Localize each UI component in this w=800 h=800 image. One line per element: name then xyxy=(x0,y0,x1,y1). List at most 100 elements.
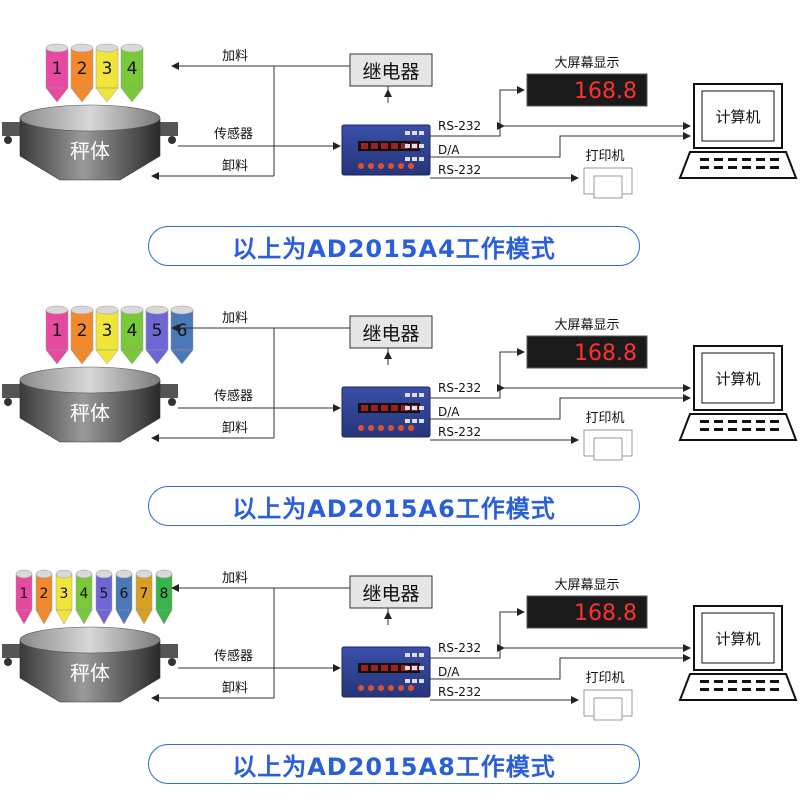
controller xyxy=(341,124,431,176)
scale-bracket-left xyxy=(2,384,24,398)
controller-digit xyxy=(381,665,388,671)
computer-key xyxy=(742,680,751,683)
controller-button xyxy=(408,685,414,691)
relay-label: 继电器 xyxy=(362,61,419,83)
computer-key xyxy=(728,420,737,423)
controller-key xyxy=(419,157,424,161)
computer-key xyxy=(770,166,779,169)
computer-key xyxy=(700,680,709,683)
computer-keyboard xyxy=(678,413,798,441)
controller-key xyxy=(405,144,410,148)
computer-key xyxy=(728,158,737,161)
scale-bracket-left xyxy=(2,122,24,136)
label-sensor: 传感器 xyxy=(214,126,253,142)
hopper-cone xyxy=(95,87,119,103)
computer-key xyxy=(714,680,723,683)
controller-button xyxy=(368,163,374,169)
controller-digit xyxy=(361,143,368,149)
hopper-label: 3 xyxy=(102,321,113,341)
hopper-top xyxy=(120,43,144,53)
controller-button xyxy=(408,163,414,169)
hopper-2: 2 xyxy=(70,305,94,365)
line-big-display xyxy=(430,86,525,137)
controller-digit xyxy=(381,143,388,149)
controller-button xyxy=(378,163,384,169)
scale-wheel-right xyxy=(168,658,176,666)
hopper-cone xyxy=(95,609,113,625)
computer-screen xyxy=(701,352,775,404)
hopper-top xyxy=(35,569,53,579)
scale-body-label: 秤体 xyxy=(70,401,110,425)
hopper-label: 1 xyxy=(52,321,63,341)
hopper-label: 1 xyxy=(20,586,29,602)
controller xyxy=(341,646,431,698)
printer-label: 打印机 xyxy=(585,149,624,164)
scale-body: 秤体 xyxy=(2,104,178,181)
controller-button xyxy=(368,685,374,691)
computer-key xyxy=(756,420,765,423)
label-feed: 加料 xyxy=(222,49,248,64)
computer-key xyxy=(700,688,709,691)
big-display-value: 168.8 xyxy=(574,601,637,626)
hopper-label: 4 xyxy=(80,586,89,602)
label-sensor: 传感器 xyxy=(214,388,253,404)
controller-key xyxy=(412,131,417,135)
hopper-cone xyxy=(120,349,144,365)
hopper-top xyxy=(95,43,119,53)
computer: 计算机 xyxy=(678,605,798,701)
scale-top xyxy=(19,366,161,394)
hopper-label: 2 xyxy=(77,321,88,341)
controller-key xyxy=(412,653,417,657)
computer-key xyxy=(770,158,779,161)
label-rs232-computer: RS-232 xyxy=(438,119,481,133)
hopper-label: 5 xyxy=(152,321,163,341)
label-sensor: 传感器 xyxy=(214,648,253,664)
caption-box: 以上为AD2015A8工作模式 xyxy=(148,744,640,784)
hopper-cone xyxy=(145,349,169,365)
computer-key xyxy=(714,420,723,423)
hopper-label: 4 xyxy=(127,321,138,341)
controller-key xyxy=(412,419,417,423)
computer-key xyxy=(728,688,737,691)
big-display-value: 168.8 xyxy=(574,341,637,366)
label-rs232-printer: RS-232 xyxy=(438,163,481,177)
line-big-display xyxy=(430,348,525,399)
hopper-3: 3 xyxy=(55,569,73,625)
line-big-display xyxy=(430,608,525,659)
controller-button xyxy=(388,425,394,431)
controller-key xyxy=(405,157,410,161)
computer-key xyxy=(742,420,751,423)
hopper-top xyxy=(45,305,69,315)
computer-key xyxy=(742,688,751,691)
hopper-cone xyxy=(120,87,144,103)
label-rs232-computer: RS-232 xyxy=(438,381,481,395)
scale-wheel-left xyxy=(4,136,12,144)
hopper-label: 1 xyxy=(52,59,63,79)
controller-key xyxy=(412,157,417,161)
hopper-top xyxy=(115,569,133,579)
computer-key xyxy=(700,420,709,423)
computer-key xyxy=(714,166,723,169)
computer-key xyxy=(742,158,751,161)
hopper-label: 6 xyxy=(120,586,129,602)
computer-screen xyxy=(701,612,775,664)
hopper-cone xyxy=(115,609,133,625)
controller-button xyxy=(378,685,384,691)
label-discharge: 卸料 xyxy=(222,158,248,174)
line-da xyxy=(430,394,691,420)
computer-key xyxy=(756,166,765,169)
computer-key xyxy=(770,688,779,691)
hopper-label: 3 xyxy=(60,586,69,602)
hopper-2: 2 xyxy=(35,569,53,625)
relay-label: 继电器 xyxy=(362,583,419,605)
controller-key xyxy=(419,679,424,683)
hopper-label: 6 xyxy=(177,321,188,341)
scale-top xyxy=(19,626,161,654)
controller-button xyxy=(398,685,404,691)
hopper-cone xyxy=(45,87,69,103)
hopper-cone xyxy=(70,87,94,103)
hopper-cone xyxy=(135,609,153,625)
controller-display xyxy=(358,403,420,413)
label-da: D/A xyxy=(438,665,460,679)
